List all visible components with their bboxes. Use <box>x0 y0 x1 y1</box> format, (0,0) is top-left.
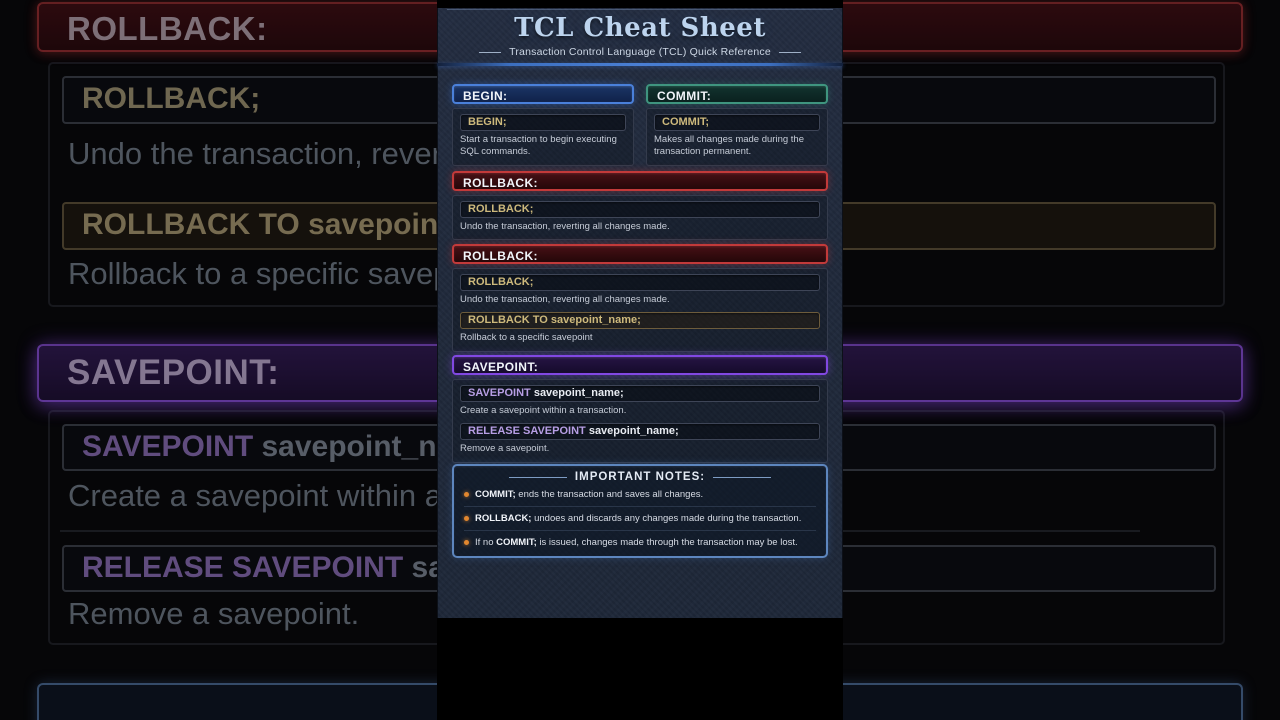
note-item-2: ROLLBACK; undoes and discards any change… <box>464 513 816 525</box>
header-accent-bar <box>437 63 843 66</box>
note1-keyword: COMMIT; <box>475 489 516 500</box>
note-text-1: COMMIT; ends the transaction and saves a… <box>475 489 703 501</box>
bottom-black-bar <box>437 618 843 720</box>
bg-rollback-to-kw: ROLLBACK TO <box>82 208 300 241</box>
savepoint-desc-1: Create a savepoint within a transaction. <box>460 405 627 416</box>
subtitle-dash-left <box>479 51 502 53</box>
bullet-icon <box>464 539 469 545</box>
section-rollback-1: ROLLBACK: ROLLBACK; Undo the transaction… <box>452 171 828 241</box>
rollback2-code-line-1: ROLLBACK; <box>460 274 820 291</box>
note-text-2: ROLLBACK; undoes and discards any change… <box>475 513 801 525</box>
release-savepoint-arg: savepoint_name; <box>585 425 679 438</box>
notes-dash-left <box>508 476 567 478</box>
page-title: TCL Cheat Sheet <box>514 13 766 43</box>
rollback1-body: ROLLBACK; Undo the transaction, revertin… <box>452 195 828 241</box>
release-savepoint-kw: RELEASE SAVEPOINT <box>468 425 586 438</box>
savepoint-code-line-2: RELEASE SAVEPOINT savepoint_name; <box>460 423 820 441</box>
bullet-icon <box>464 515 469 521</box>
important-notes-box: IMPORTANT NOTES: COMMIT; ends the transa… <box>452 464 828 558</box>
page-subtitle: Transaction Control Language (TCL) Quick… <box>509 46 771 58</box>
note-item-3: If no COMMIT; is issued, changes made th… <box>464 537 816 549</box>
section-begin: BEGIN: BEGIN; Start a transaction to beg… <box>452 84 634 166</box>
section-commit: COMMIT: COMMIT; Makes all changes made d… <box>646 84 828 166</box>
begin-body: BEGIN; Start a transaction to begin exec… <box>452 108 634 166</box>
note2-keyword: ROLLBACK; <box>475 512 532 524</box>
rollback-to-kw: ROLLBACK TO <box>468 314 548 327</box>
begin-code-text: BEGIN; <box>468 116 507 128</box>
commit-code-line: COMMIT; <box>654 114 820 131</box>
bg-rollback-header-label: ROLLBACK: <box>67 10 268 47</box>
section-savepoint: SAVEPOINT: SAVEPOINT savepoint_name; Cre… <box>452 355 828 463</box>
begin-desc: Start a transaction to begin executing S… <box>460 134 617 158</box>
note2-rest: undoes and discards any changes made dur… <box>531 512 802 524</box>
note-text-3: If no COMMIT; is issued, changes made th… <box>475 537 798 549</box>
begin-code-line: BEGIN; <box>460 114 626 131</box>
section-rollback-2: ROLLBACK: ROLLBACK; Undo the transaction… <box>452 244 828 352</box>
sheet-header: TCL Cheat Sheet Transaction Control Lang… <box>437 0 843 66</box>
commit-body: COMMIT; Makes all changes made during th… <box>646 108 828 166</box>
bullet-icon <box>464 492 469 497</box>
rollback2-desc-1: Undo the transaction, reverting all chan… <box>460 294 670 305</box>
top-black-bar <box>437 0 843 8</box>
commit-desc: Makes all changes made during the transa… <box>654 134 804 158</box>
notes-dash-right <box>713 476 772 478</box>
cheat-sheet-panel: TCL Cheat Sheet Transaction Control Lang… <box>437 0 843 720</box>
savepoint-header: SAVEPOINT: <box>452 355 828 375</box>
note1-rest: ends the transaction and saves all chang… <box>515 489 704 500</box>
commit-code-text: COMMIT; <box>662 116 710 128</box>
rollback2-body: ROLLBACK; Undo the transaction, revertin… <box>452 268 828 352</box>
note3-rest: is issued, changes made through the tran… <box>536 536 798 548</box>
bg-savepoint-header-label: SAVEPOINT: <box>67 353 280 392</box>
rollback1-header: ROLLBACK: <box>452 171 828 191</box>
rollback2-desc-2: Rollback to a specific savepoint <box>460 332 593 344</box>
bg-rollback-to-desc: Rollback to a specific savepoint <box>68 256 501 291</box>
commit-header: COMMIT: <box>646 84 828 104</box>
begin-header: BEGIN: <box>452 84 634 104</box>
note3-keyword: COMMIT; <box>496 536 537 548</box>
note-separator <box>464 529 816 531</box>
bg-rollback-code-text: ROLLBACK; <box>82 82 261 115</box>
savepoint-kw: SAVEPOINT <box>468 387 531 399</box>
bg-release-code-kw: RELEASE SAVEPOINT <box>82 551 404 584</box>
rollback-to-arg: savepoint_name; <box>547 314 641 327</box>
savepoint-desc-2: Remove a savepoint. <box>460 443 550 455</box>
subtitle-dash-right <box>778 51 801 53</box>
savepoint-code-line-1: SAVEPOINT savepoint_name; <box>460 385 820 402</box>
note-item-1: COMMIT; ends the transaction and saves a… <box>464 489 816 501</box>
rollback2-code1-text: ROLLBACK; <box>468 276 534 288</box>
rollback1-code-text: ROLLBACK; <box>468 203 534 215</box>
note3-pre: If no <box>475 536 497 548</box>
subtitle-row: Transaction Control Language (TCL) Quick… <box>437 46 843 58</box>
savepoint-arg: savepoint_name; <box>530 387 624 399</box>
bg-savepoint-code-kw: SAVEPOINT <box>82 430 254 463</box>
note-separator <box>464 505 816 507</box>
rollback1-code-line: ROLLBACK; <box>460 201 820 218</box>
header-top-line <box>447 9 833 10</box>
savepoint-body: SAVEPOINT savepoint_name; Create a savep… <box>452 379 828 463</box>
bg-release-desc: Remove a savepoint. <box>68 596 360 631</box>
notes-title: IMPORTANT NOTES: <box>574 471 706 483</box>
notes-header-row: IMPORTANT NOTES: <box>464 471 816 483</box>
rollback2-header: ROLLBACK: <box>452 244 828 264</box>
rollback2-code-line-2: ROLLBACK TO savepoint_name; <box>460 312 820 330</box>
rollback1-desc: Undo the transaction, reverting all chan… <box>460 221 670 232</box>
